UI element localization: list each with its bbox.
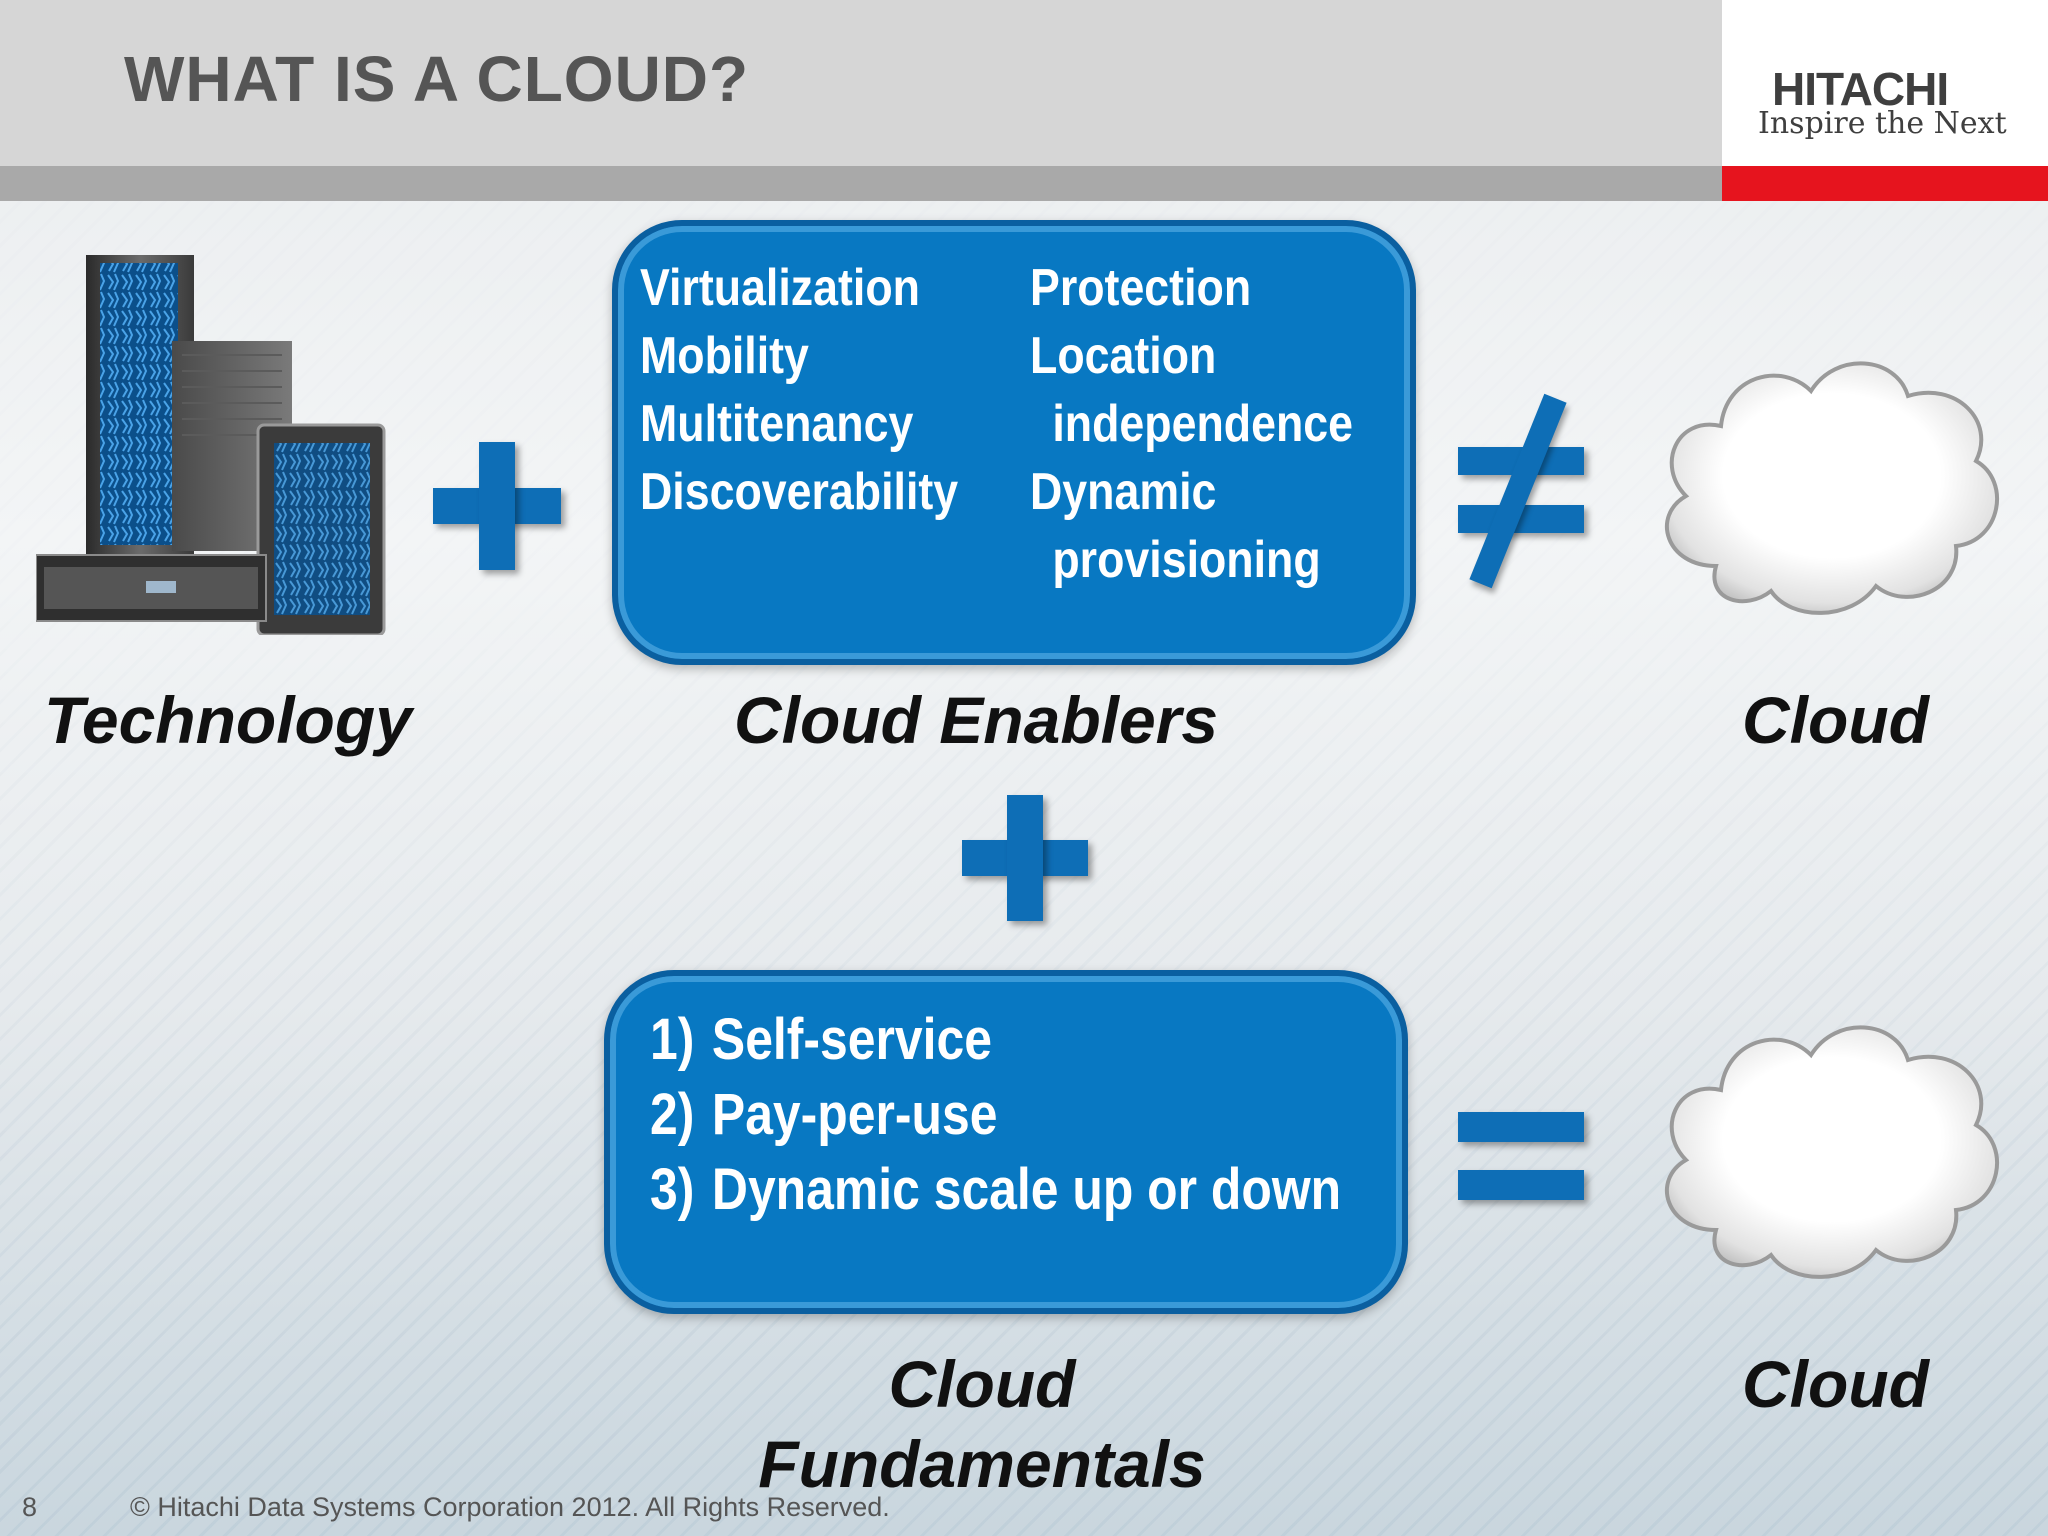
- cloud-label-bottom: Cloud: [1742, 1347, 1929, 1421]
- logo-area: [1722, 0, 2048, 166]
- cloud-icon: [1665, 1025, 1999, 1279]
- list-item: 1)Self-service: [650, 1002, 1341, 1077]
- list-item: 2)Pay-per-use: [650, 1077, 1341, 1152]
- fundamentals-list: 1)Self-service 2)Pay-per-use 3)Dynamic s…: [650, 1002, 1341, 1227]
- hitachi-logo: HITACHI: [1772, 63, 1949, 115]
- label-line: Cloud: [888, 1347, 1076, 1421]
- plus-icon: [962, 795, 1088, 921]
- list-item: Multitenancy: [640, 395, 914, 453]
- item-number: 2): [650, 1082, 695, 1147]
- page-number: 8: [22, 1492, 38, 1522]
- label-line: Fundamentals: [758, 1427, 1206, 1501]
- not-equal-icon: [1456, 393, 1586, 589]
- cloud-enablers-box: [612, 220, 1416, 665]
- list-item: 3)Dynamic scale up or down: [650, 1152, 1341, 1227]
- header-band: [0, 0, 1722, 166]
- item-text: Self-service: [711, 1007, 992, 1072]
- logo-red-bar: [1722, 166, 2048, 201]
- list-item: Location: [1030, 327, 1217, 385]
- list-item: Mobility: [640, 327, 809, 385]
- item-number: 1): [650, 1007, 695, 1072]
- cloud-label-top: Cloud: [1742, 683, 1929, 757]
- item-text: Dynamic scale up or down: [711, 1157, 1342, 1222]
- list-item: Virtualization: [640, 259, 920, 317]
- list-item: provisioning: [1052, 531, 1321, 589]
- list-item: Discoverability: [640, 463, 959, 521]
- list-item: Protection: [1030, 259, 1252, 317]
- cloud-fundamentals-box: [604, 970, 1408, 1314]
- cloud-enablers-label: Cloud Enablers: [734, 683, 1219, 757]
- item-number: 3): [650, 1157, 695, 1222]
- header-underline: [0, 166, 1722, 201]
- list-item: independence: [1052, 395, 1354, 453]
- enablers-left-list: Virtualization Mobility Multitenancy Dis…: [640, 254, 958, 526]
- equal-icon: [1458, 1112, 1584, 1202]
- server-hardware-icon: [36, 255, 386, 635]
- plus-icon: [433, 442, 561, 570]
- technology-label: Technology: [44, 683, 412, 757]
- list-item: Dynamic: [1030, 463, 1217, 521]
- item-text: Pay-per-use: [711, 1082, 998, 1147]
- cloud-fundamentals-label: Cloud Fundamentals: [732, 1344, 1232, 1504]
- page-title: WHAT IS A CLOUD?: [124, 43, 750, 115]
- enablers-right-list: Protection Location independence Dynamic…: [1030, 254, 1353, 594]
- copyright-notice: © Hitachi Data Systems Corporation 2012.…: [130, 1492, 890, 1522]
- cloud-icon: [1665, 361, 1999, 615]
- logo-tagline: Inspire the Next: [1758, 106, 2007, 141]
